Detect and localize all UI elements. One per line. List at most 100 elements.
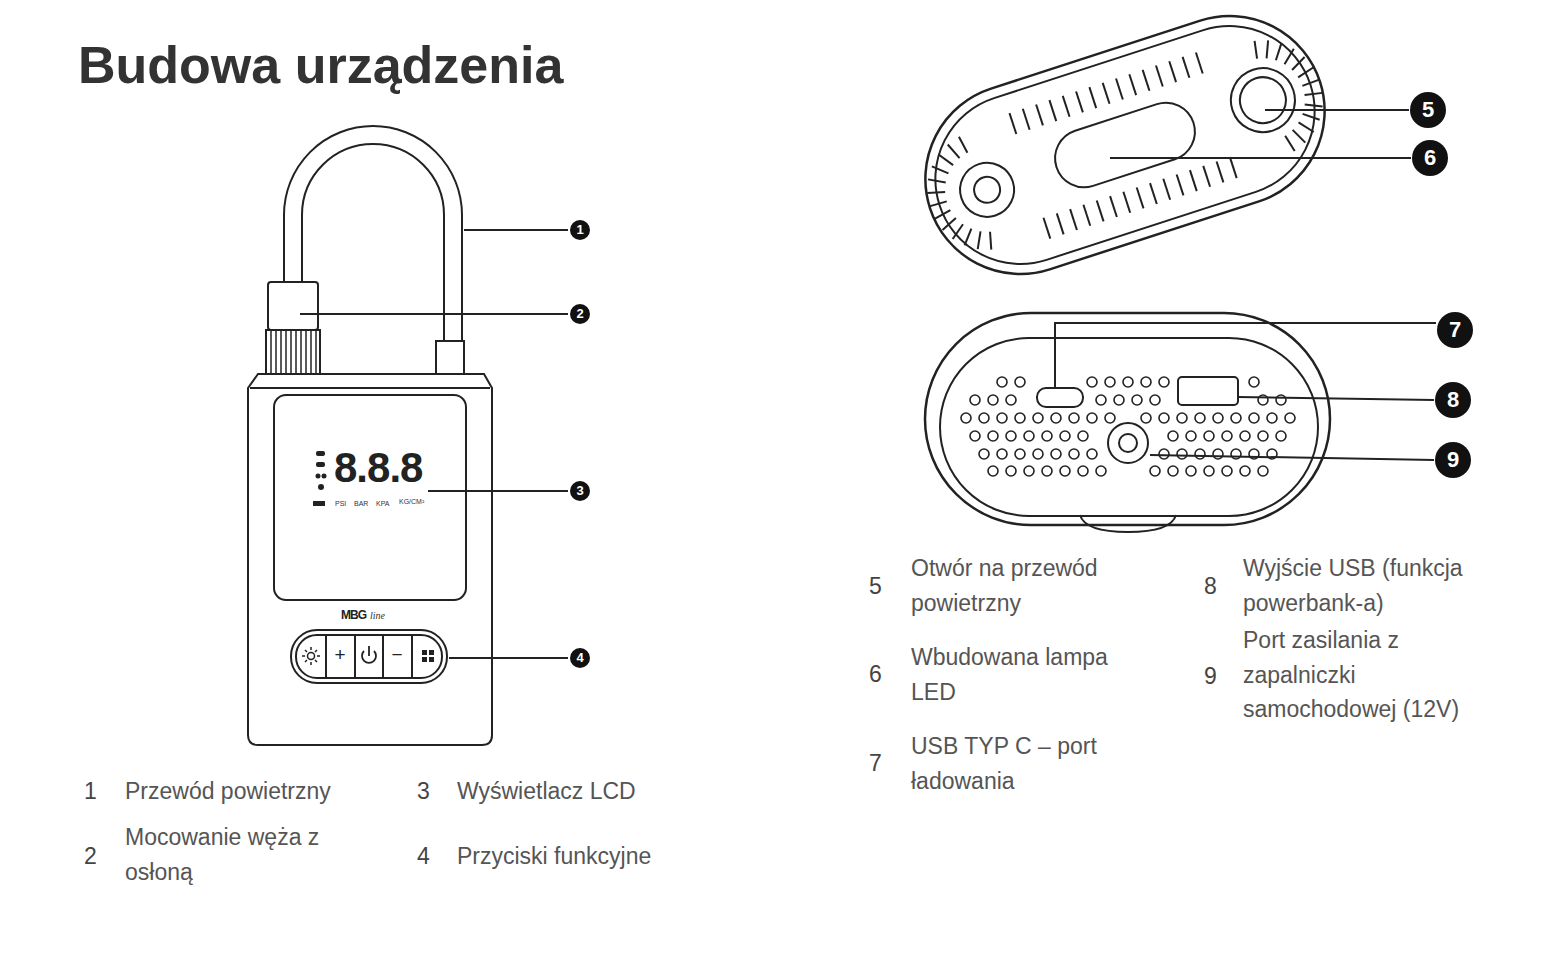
vent-tick	[939, 151, 954, 168]
vent-hole	[1105, 377, 1115, 387]
usb-a-port	[1178, 377, 1238, 405]
vent-hole	[1249, 413, 1259, 423]
vent-hole	[1105, 413, 1115, 423]
button-pill-inner	[296, 635, 442, 678]
unit-label: KPA	[376, 500, 398, 507]
legend-number: 1	[84, 777, 106, 807]
vent-hole	[970, 395, 980, 405]
callout-number: 5	[1410, 98, 1446, 122]
vent-hole	[1150, 466, 1160, 476]
usb-c-port	[1037, 388, 1083, 407]
vent-hole	[1015, 377, 1025, 387]
callout-number: 2	[570, 307, 590, 321]
vent-tick	[934, 210, 952, 219]
vent-hole	[997, 413, 1007, 423]
callout-number: 8	[1435, 388, 1471, 412]
vent-tick	[1076, 92, 1083, 113]
vent-tick	[1293, 127, 1306, 145]
vent-hole	[988, 466, 998, 476]
callout-number: 4	[570, 651, 590, 665]
vent-tick	[1057, 213, 1064, 234]
vent-tick	[1203, 166, 1210, 187]
vent-tick	[1285, 134, 1295, 152]
vent-tick	[1252, 41, 1260, 59]
vent-hole	[1087, 449, 1097, 459]
vent-tick	[929, 201, 946, 207]
vent-hole	[1060, 431, 1070, 441]
callout-number: 3	[570, 484, 590, 498]
vent-tick	[1063, 96, 1070, 117]
vent-hole	[1159, 449, 1169, 459]
vent-tick	[940, 218, 958, 230]
vent-tick	[959, 136, 967, 154]
vent-hole	[1033, 413, 1043, 423]
vent-hole	[1213, 449, 1223, 459]
dc-port	[1108, 423, 1148, 463]
vent-hole	[1249, 377, 1259, 387]
legend-text: Mocowanie węża z osłoną	[125, 820, 365, 889]
vent-hole	[1078, 466, 1088, 476]
vent-tick	[1299, 119, 1314, 136]
vent-tick	[1177, 174, 1184, 195]
vent-tick	[1116, 79, 1123, 100]
legend-number: 2	[84, 842, 106, 872]
vent-hole	[1240, 431, 1250, 441]
button-symbol: +	[330, 645, 350, 666]
vent-hole	[1087, 377, 1097, 387]
vent-tick	[948, 142, 960, 160]
callout-number: 7	[1437, 318, 1473, 342]
bottom-inner	[940, 338, 1318, 516]
vent-hole	[1186, 431, 1196, 441]
vent-hole	[979, 413, 989, 423]
vent-hole	[1195, 449, 1205, 459]
vent-hole	[1276, 431, 1286, 441]
vent-tick	[1036, 104, 1043, 125]
vent-tick	[949, 224, 966, 239]
pump-body	[248, 374, 492, 745]
vent-tick	[1217, 162, 1224, 183]
vent-hole	[1123, 377, 1133, 387]
vent-tick	[1129, 74, 1136, 95]
vent-tick	[1143, 70, 1150, 91]
vent-hole	[1060, 466, 1070, 476]
vent-tick	[1103, 83, 1110, 104]
vent-tick	[1289, 57, 1307, 70]
bottom-tab	[1080, 515, 1176, 532]
vent-hole	[961, 413, 971, 423]
bottom-view	[925, 313, 1330, 532]
vent-hole	[1204, 431, 1214, 441]
vent-hole	[1069, 449, 1079, 459]
page-title: Budowa urządzenia	[78, 34, 563, 96]
vent-tick	[1281, 49, 1298, 64]
vent-hole	[1006, 395, 1016, 405]
vent-hole	[1096, 466, 1106, 476]
vent-hole	[1168, 431, 1178, 441]
vent-tick	[1303, 109, 1320, 124]
vent-tick	[1043, 218, 1050, 239]
vent-tick	[1156, 66, 1163, 87]
vent-hole	[1096, 395, 1106, 405]
vent-hole	[1258, 466, 1268, 476]
legend-number: 8	[1204, 572, 1226, 602]
vent-hole	[1015, 449, 1025, 459]
hose-knurl	[266, 330, 320, 374]
vent-hole	[1168, 466, 1178, 476]
vent-hole	[1159, 377, 1169, 387]
vent-tick	[1183, 57, 1190, 78]
vent-tick	[1271, 43, 1286, 60]
lcd-digits: 8.8.8	[334, 446, 444, 490]
vent-tick	[927, 188, 945, 198]
vent-tick	[1163, 179, 1170, 200]
vent-hole	[1222, 466, 1232, 476]
vent-tick	[1169, 61, 1176, 82]
vent-hole	[1186, 466, 1196, 476]
pump-front	[248, 135, 492, 745]
vent-hole	[1177, 449, 1187, 459]
legend-text: USB TYP C – port ładowania	[911, 729, 1126, 798]
vent-tick	[1297, 68, 1315, 78]
callout-number: 6	[1412, 146, 1448, 170]
top-inner	[913, 4, 1336, 286]
brand-logo: MBG	[341, 609, 375, 621]
vent-hole	[979, 449, 989, 459]
vent-hole	[1114, 395, 1124, 405]
